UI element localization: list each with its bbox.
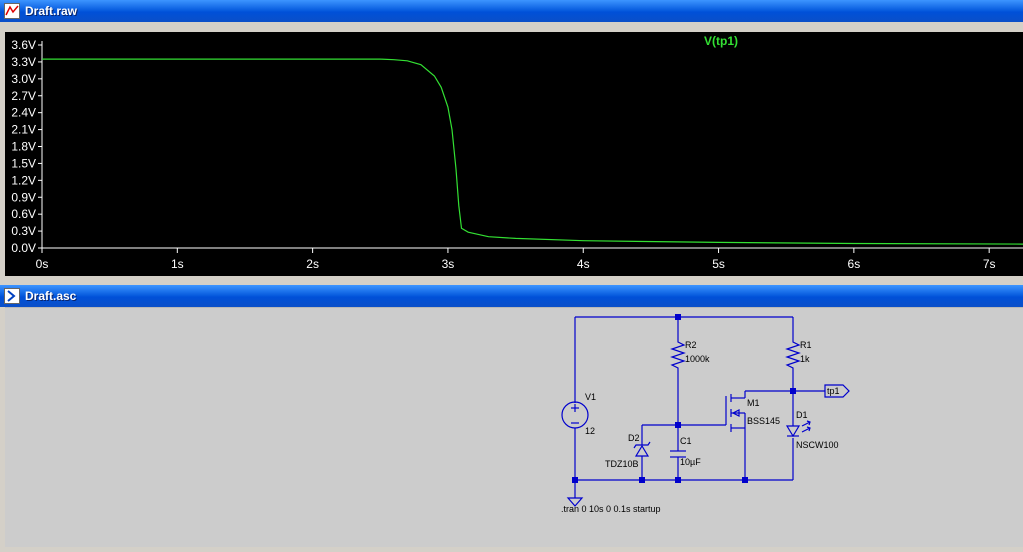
- x-tick-label: 7s: [983, 257, 996, 271]
- d2-value-label: TDZ10B: [605, 459, 639, 469]
- zener-diode-d2[interactable]: [633, 440, 651, 460]
- spice-directive[interactable]: .tran 0 10s 0 0.1s startup: [561, 504, 661, 514]
- ground-symbol[interactable]: [566, 497, 584, 507]
- c1-ref-label: C1: [680, 436, 692, 446]
- mosfet-m1[interactable]: [725, 394, 746, 432]
- y-tick-label: 0.9V: [11, 190, 36, 204]
- resistor-r1[interactable]: [785, 338, 801, 370]
- trace-v-tp1: [42, 58, 1023, 245]
- schematic-canvas[interactable]: R2 1000k R1 1k V1 12 M1 BSS145 C1 10µF D…: [5, 307, 1023, 547]
- y-tick-label: 3.6V: [11, 38, 36, 52]
- y-tick-label: 0.6V: [11, 207, 36, 221]
- r2-value-label: 1000k: [685, 354, 710, 364]
- x-tick-label: 6s: [848, 257, 861, 271]
- led-d1[interactable]: [785, 418, 811, 438]
- schematic-window[interactable]: Draft.asc: [0, 285, 1023, 547]
- x-tick-label: 3s: [442, 257, 455, 271]
- x-tick-label: 5s: [712, 257, 725, 271]
- capacitor-c1[interactable]: [670, 448, 686, 460]
- y-tick-label: 2.4V: [11, 106, 36, 120]
- y-tick-label: 3.3V: [11, 55, 36, 69]
- r1-value-label: 1k: [800, 354, 810, 364]
- y-tick-label: 3.0V: [11, 72, 36, 86]
- r1-ref-label: R1: [800, 340, 812, 350]
- x-tick-label: 2s: [306, 257, 319, 271]
- voltage-source-v1[interactable]: [561, 401, 589, 438]
- resistor-r2[interactable]: [670, 338, 686, 370]
- x-tick-label: 0s: [36, 257, 49, 271]
- net-flag-tp1[interactable]: [824, 384, 850, 398]
- schematic-window-icon[interactable]: [4, 288, 20, 304]
- c1-value-label: 10µF: [680, 457, 701, 467]
- x-tick-label: 4s: [577, 257, 590, 271]
- y-tick-label: 2.7V: [11, 89, 36, 103]
- y-tick-label: 1.5V: [11, 156, 36, 170]
- y-tick-label: 2.1V: [11, 123, 36, 137]
- wires[interactable]: [574, 316, 825, 498]
- d2-ref-label: D2: [628, 433, 640, 443]
- schematic-title-bar[interactable]: Draft.asc: [0, 285, 1023, 307]
- x-tick-label: 1s: [171, 257, 184, 271]
- m1-ref-label: M1: [747, 398, 760, 408]
- d1-ref-label: D1: [796, 410, 808, 420]
- schematic-window-title: Draft.asc: [25, 289, 77, 303]
- schematic-drawing[interactable]: R2 1000k R1 1k V1 12 M1 BSS145 C1 10µF D…: [5, 308, 1023, 547]
- waveform-plot[interactable]: 0.0V 0.3V 0.6V 0.9V 1.2V 1.5V 1.8V 2.1V 2.4V 2.7V…: [5, 32, 1023, 276]
- net-flag-tp1-label: tp1: [827, 386, 840, 396]
- v1-value-label: 12: [585, 426, 595, 436]
- y-tick-label: 1.2V: [11, 173, 36, 187]
- r2-ref-label: R2: [685, 340, 697, 350]
- waveform-title-bar[interactable]: Draft.raw: [0, 0, 1023, 22]
- junction-dots: [572, 314, 796, 483]
- y-tick-label: 0.0V: [11, 241, 36, 255]
- legend-v-tp1[interactable]: V(tp1): [704, 34, 738, 48]
- waveform-window-icon[interactable]: [4, 3, 20, 19]
- m1-value-label: BSS145: [747, 416, 780, 426]
- waveform-window[interactable]: Draft.raw 0.0V 0.3V 0.6V 0.9V 1.2V 1.5V 1.8V 2.…: [0, 0, 1023, 280]
- waveform-plot-pane[interactable]: 0.0V 0.3V 0.6V 0.9V 1.2V 1.5V 1.8V 2.1V 2.4V 2.7V…: [5, 32, 1023, 276]
- y-tick-label: 0.3V: [11, 224, 36, 238]
- d1-value-label: NSCW100: [796, 440, 839, 450]
- y-tick-label: 1.8V: [11, 140, 36, 154]
- v1-ref-label: V1: [585, 392, 596, 402]
- waveform-window-title: Draft.raw: [25, 4, 78, 18]
